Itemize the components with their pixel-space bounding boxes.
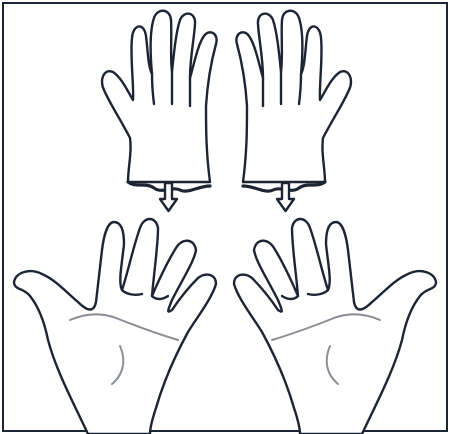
left-palm-icon	[12, 217, 218, 434]
left-glove-icon	[100, 9, 218, 193]
down-arrow-icon	[158, 181, 179, 213]
right-palm-icon	[232, 217, 438, 434]
right-glove-icon	[235, 9, 353, 193]
down-arrow-icon	[275, 181, 296, 213]
